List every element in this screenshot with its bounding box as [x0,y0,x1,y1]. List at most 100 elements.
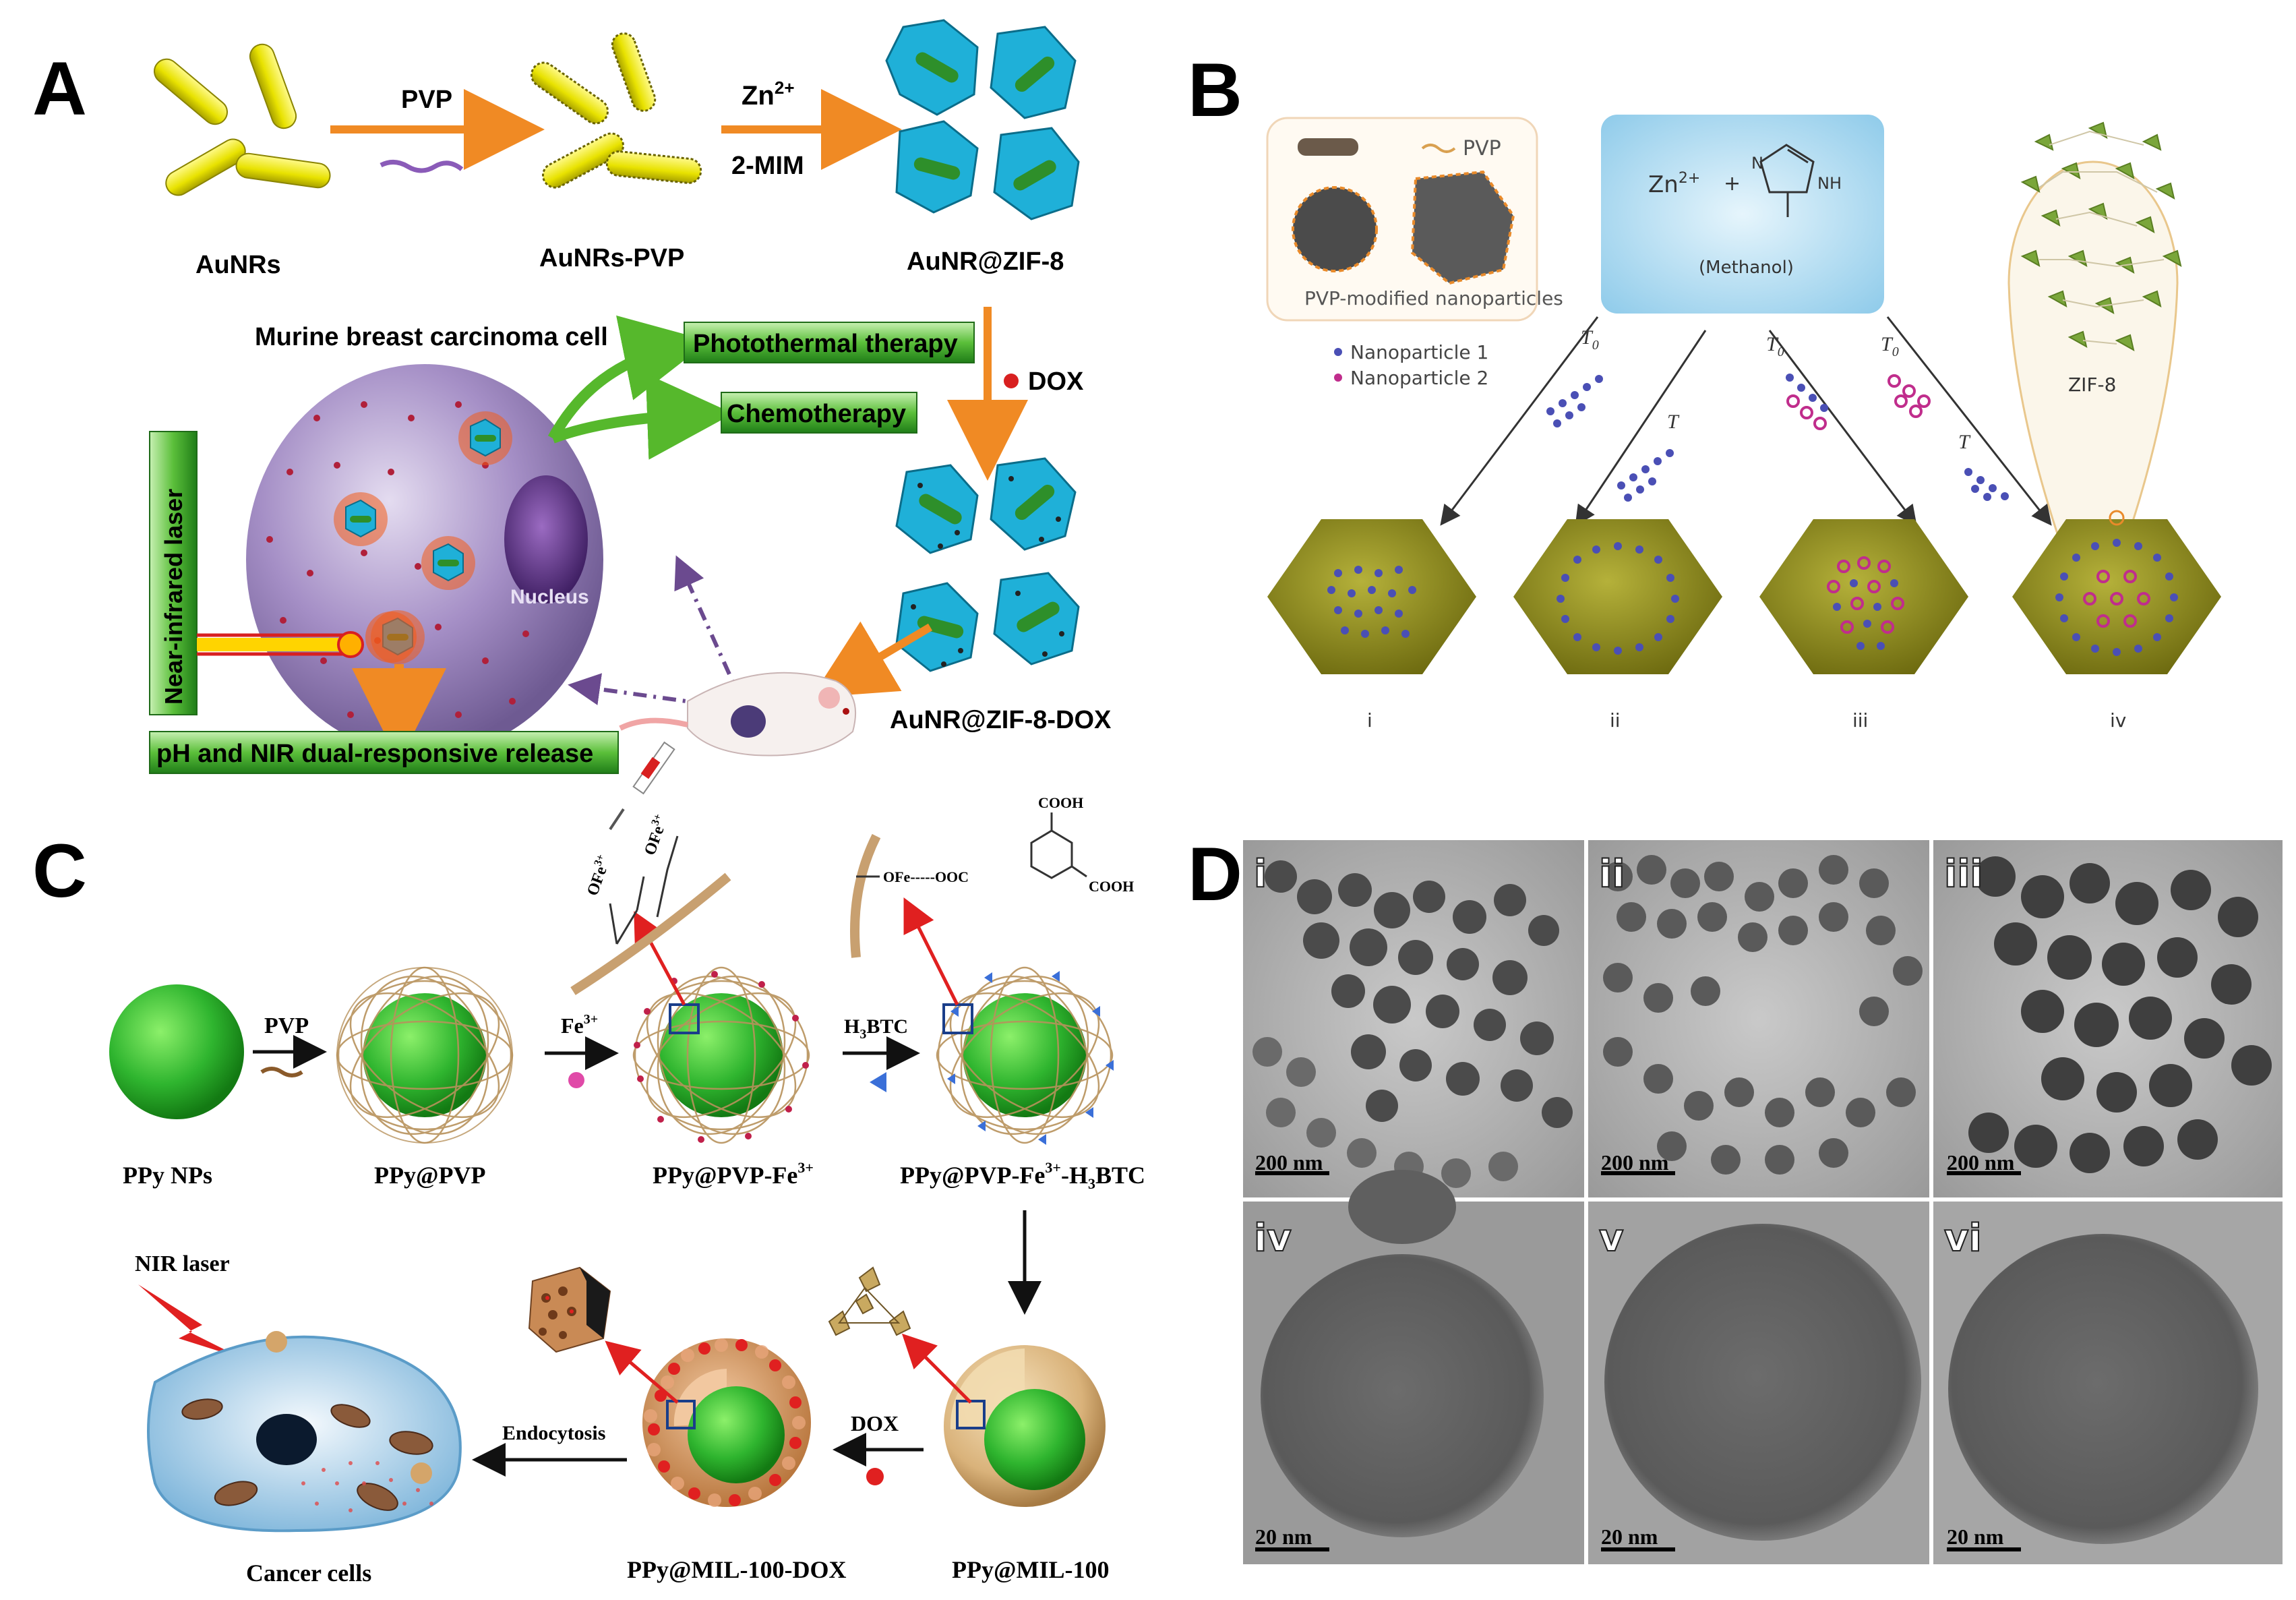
t-label-2: T [1958,431,1971,453]
zif8-framework-icon [2020,121,2182,351]
t0-label-1: T0 [1581,326,1599,353]
legend-np2: Nanoparticle 2 [1350,367,1488,389]
panel-letter-c: C [32,829,87,913]
pvp-sphere-icon [1292,186,1378,272]
label-cancer-cells: Cancer cells [246,1560,371,1587]
reagent-zn: Zn2+ [742,78,795,111]
tem-label-vi: vi [1944,1216,1982,1260]
reagent-pvp: PVP [401,86,452,114]
chem-ofe-2: OFe3+ [639,812,671,858]
cancer-cell [147,1331,462,1533]
zif8-balloon [2007,160,2179,598]
tem-tile-v [1588,1202,1929,1564]
tem-label-ii: ii [1599,852,1625,896]
h3btc-icon [870,1072,886,1092]
therapy-photothermal: Photothermal therapy [693,330,958,358]
arrow-b-i [1440,316,1599,526]
nucleus-label: Nucleus [510,586,589,608]
imidazole-nh: NH [1817,174,1842,193]
scale-ii: 200 nm [1601,1150,1669,1175]
ppy-mil100-dox-sphere [642,1338,811,1507]
crystal-i [1267,519,1476,674]
c-nir-laser: NIR laser [135,1251,230,1276]
zoom-arrow-3 [901,1333,972,1404]
box-release [149,731,619,774]
b-pvp-label: PVP [1463,137,1501,160]
panel-letter-d: D [1188,832,1242,916]
b-solvent: (Methanol) [1699,258,1794,278]
panel-b: B PVP PVP-modified nanoparticles Nanopar… [1188,48,2221,732]
panel-letter-a: A [32,47,87,131]
tem-tile-vi [1933,1202,2283,1564]
arrow-dashed-up [674,555,744,703]
arrow-photothermal [547,315,710,441]
legend-np1-icon [1334,348,1342,356]
c-reagent-pvp: PVP [264,1013,309,1038]
b-sub-iii: iii [1852,709,1868,732]
pvp-cube-icon [1410,170,1515,285]
b-plus: + [1724,172,1741,196]
zoom-arrow-2 [903,897,959,1006]
aunr-pvp-rods [530,32,702,189]
b-zif8-label: ZIF-8 [2068,374,2116,396]
crystal-iv [2012,510,2221,674]
label-ppy-nps: PPy NPs [123,1162,212,1189]
c-reagent-h3btc: H3BTC [844,1015,908,1042]
tem-label-iii: iii [1944,852,1983,896]
scale-vi: 20 nm [1947,1524,2004,1549]
label-release: pH and NIR dual-responsive release [156,740,593,768]
chem-ofe-chain: OFe-----OOC [883,868,969,885]
legend-np2-icon [1334,374,1342,382]
ppy-pvp-fe-h3btc-sphere [936,966,1114,1145]
mil100-cluster-icon [828,1266,911,1336]
b-zn: Zn2+ [1648,170,1700,198]
chem-cooh-1: COOH [1038,794,1083,811]
pvp-rod-icon [1298,138,1358,156]
box-nir-laser [149,431,198,715]
label-aunr-zif8-dox: AuNR@ZIF-8-DOX [890,706,1112,734]
crystal-ii [1513,519,1722,674]
c-pvp-chain-icon [260,1067,303,1077]
lightning-icon [138,1284,243,1359]
ppy-mil100-sphere [944,1345,1106,1507]
t0-label-3: T0 [1881,333,1899,359]
panel-d: D i 200 nm [1188,832,2285,1567]
c-reagent-dox: DOX [851,1411,899,1435]
label-aunrs: AuNRs [195,251,281,279]
panel-a: A AuNRs PVP AuNRs-PVP Zn2+ 2-MIM [32,19,1112,831]
panel-c: C PPy NPs PVP PPy@PVP Fe3+ [32,794,1145,1587]
imidazole-structure [1759,144,1815,217]
nucleus [504,475,588,603]
np-stream-d [1887,374,1931,418]
b-modified-label: PVP-modified nanoparticles [1304,287,1563,309]
chem-ofe-1: OFe3+ [582,853,614,898]
arrow-b-ii [1575,330,1707,526]
ppy-nps-sphere [109,984,244,1119]
np-stream-c [1786,374,1828,430]
porous-block-icon [528,1266,611,1353]
zoom-arrow-1 [634,911,686,1006]
b-sub-i: i [1367,709,1372,732]
b-sub-iv: iv [2110,709,2126,732]
aunr-zif8-dox-crystals [895,457,1080,672]
tem-tile-iii [1933,840,2283,1197]
ppy-pvp-fe-sphere [632,966,810,1144]
label-ppy-pvp: PPy@PVP [374,1162,485,1189]
zoom-arrow-4 [605,1340,679,1404]
t-label-1: T [1667,411,1680,433]
arrow-dashed-to-cell [568,673,735,710]
tem-label-i: i [1254,852,1267,896]
tem-tile-iv [1243,1170,1584,1564]
arrow-chemotherapy [551,373,733,460]
mouse-illustration [609,672,857,831]
tem-tile-i [1243,840,1584,1197]
np1-stream-b [1617,449,1674,502]
cell-title: Murine breast carcinoma cell [255,323,608,351]
ppy-pvp-sphere [336,966,514,1144]
label-ppy-pvp-fe-h3btc: PPy@PVP-Fe3+-H3BTC [900,1159,1145,1192]
label-nir-laser: Near-infrared laser [160,489,187,705]
zif8-links [2038,130,2165,345]
pvp-wave-icon [1421,144,1456,153]
c-reagent-fe: Fe3+ [561,1012,598,1038]
